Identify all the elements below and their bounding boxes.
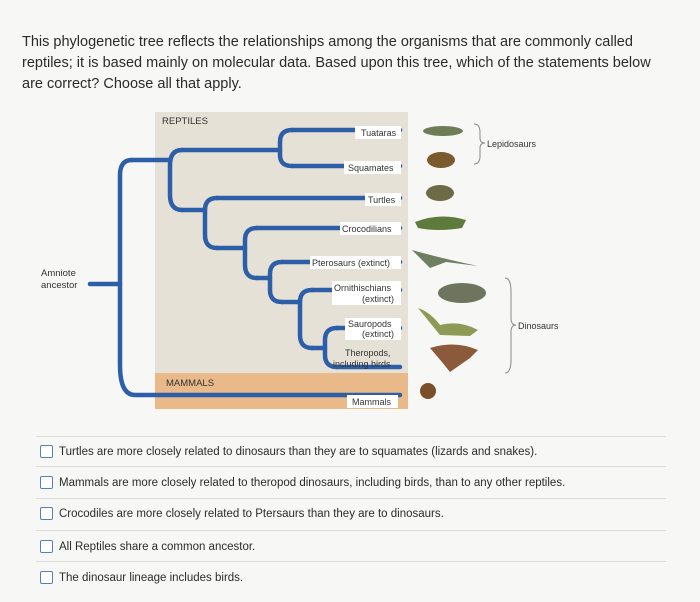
option-4[interactable]: All Reptiles share a common ancestor. — [40, 540, 640, 553]
divider — [36, 498, 666, 499]
taxon-sauropods-extinct: (extinct) — [362, 329, 394, 339]
lizard-image — [427, 152, 455, 168]
divider — [36, 436, 666, 437]
taxon-crocodilians: Crocodilians — [342, 224, 392, 234]
option-5[interactable]: The dinosaur lineage includes birds. — [40, 571, 640, 584]
option-3-checkbox[interactable] — [40, 507, 53, 520]
mammal-image — [420, 383, 436, 399]
reptiles-label: REPTILES — [162, 116, 208, 127]
taxon-turtles: Turtles — [368, 195, 396, 205]
taxon-mammals: Mammals — [352, 397, 392, 407]
group-brackets — [473, 123, 517, 374]
lepidosaurs-label: Lepidosaurs — [487, 139, 537, 149]
option-1-label: Turtles are more closely related to dino… — [59, 445, 538, 458]
option-4-checkbox[interactable] — [40, 540, 53, 553]
taxon-theropods-birds: including birds — [333, 359, 391, 369]
divider — [36, 561, 666, 562]
option-2[interactable]: Mammals are more closely related to ther… — [40, 476, 640, 489]
theropod-image — [430, 344, 478, 372]
taxon-theropods: Theropods, — [345, 348, 391, 358]
question-text: This phylogenetic tree reflects the rela… — [22, 34, 651, 92]
taxon-ornithischians-extinct: (extinct) — [362, 294, 394, 304]
option-3[interactable]: Crocodiles are more closely related to P… — [40, 507, 640, 520]
dinosaurs-label: Dinosaurs — [518, 321, 559, 331]
crocodile-image — [415, 216, 466, 230]
option-1[interactable]: Turtles are more closely related to dino… — [40, 445, 640, 458]
phylogenetic-tree: REPTILES MAMMALS Amniote ancestor — [41, 112, 559, 409]
ornithischian-image — [438, 283, 486, 303]
mammals-label: MAMMALS — [166, 378, 214, 389]
option-2-label: Mammals are more closely related to ther… — [59, 476, 566, 489]
taxon-squamates: Squamates — [348, 163, 394, 173]
option-2-checkbox[interactable] — [40, 476, 53, 489]
tuatara-image — [423, 126, 463, 136]
option-5-label: The dinosaur lineage includes birds. — [59, 571, 244, 584]
option-1-checkbox[interactable] — [40, 445, 53, 458]
divider — [36, 530, 666, 531]
option-3-label: Crocodiles are more closely related to P… — [59, 507, 444, 520]
animal-illustrations — [412, 126, 486, 399]
divider — [36, 466, 666, 467]
taxon-sauropods: Sauropods — [348, 319, 392, 329]
option-5-checkbox[interactable] — [40, 571, 53, 584]
amniote-ancestor-label-2: ancestor — [41, 280, 77, 291]
taxa-labels: Tuataras Squamates Turtles Crocodilians … — [310, 126, 401, 408]
taxon-ornithischians: Ornithischians — [334, 283, 392, 293]
turtle-image — [426, 185, 454, 201]
amniote-ancestor-label: Amniote — [41, 268, 76, 279]
taxon-pterosaurs: Pterosaurs (extinct) — [312, 258, 390, 268]
taxon-tuataras: Tuataras — [361, 128, 397, 138]
sauropod-image — [418, 308, 478, 336]
pterosaur-image — [412, 250, 478, 268]
option-4-label: All Reptiles share a common ancestor. — [59, 540, 256, 553]
